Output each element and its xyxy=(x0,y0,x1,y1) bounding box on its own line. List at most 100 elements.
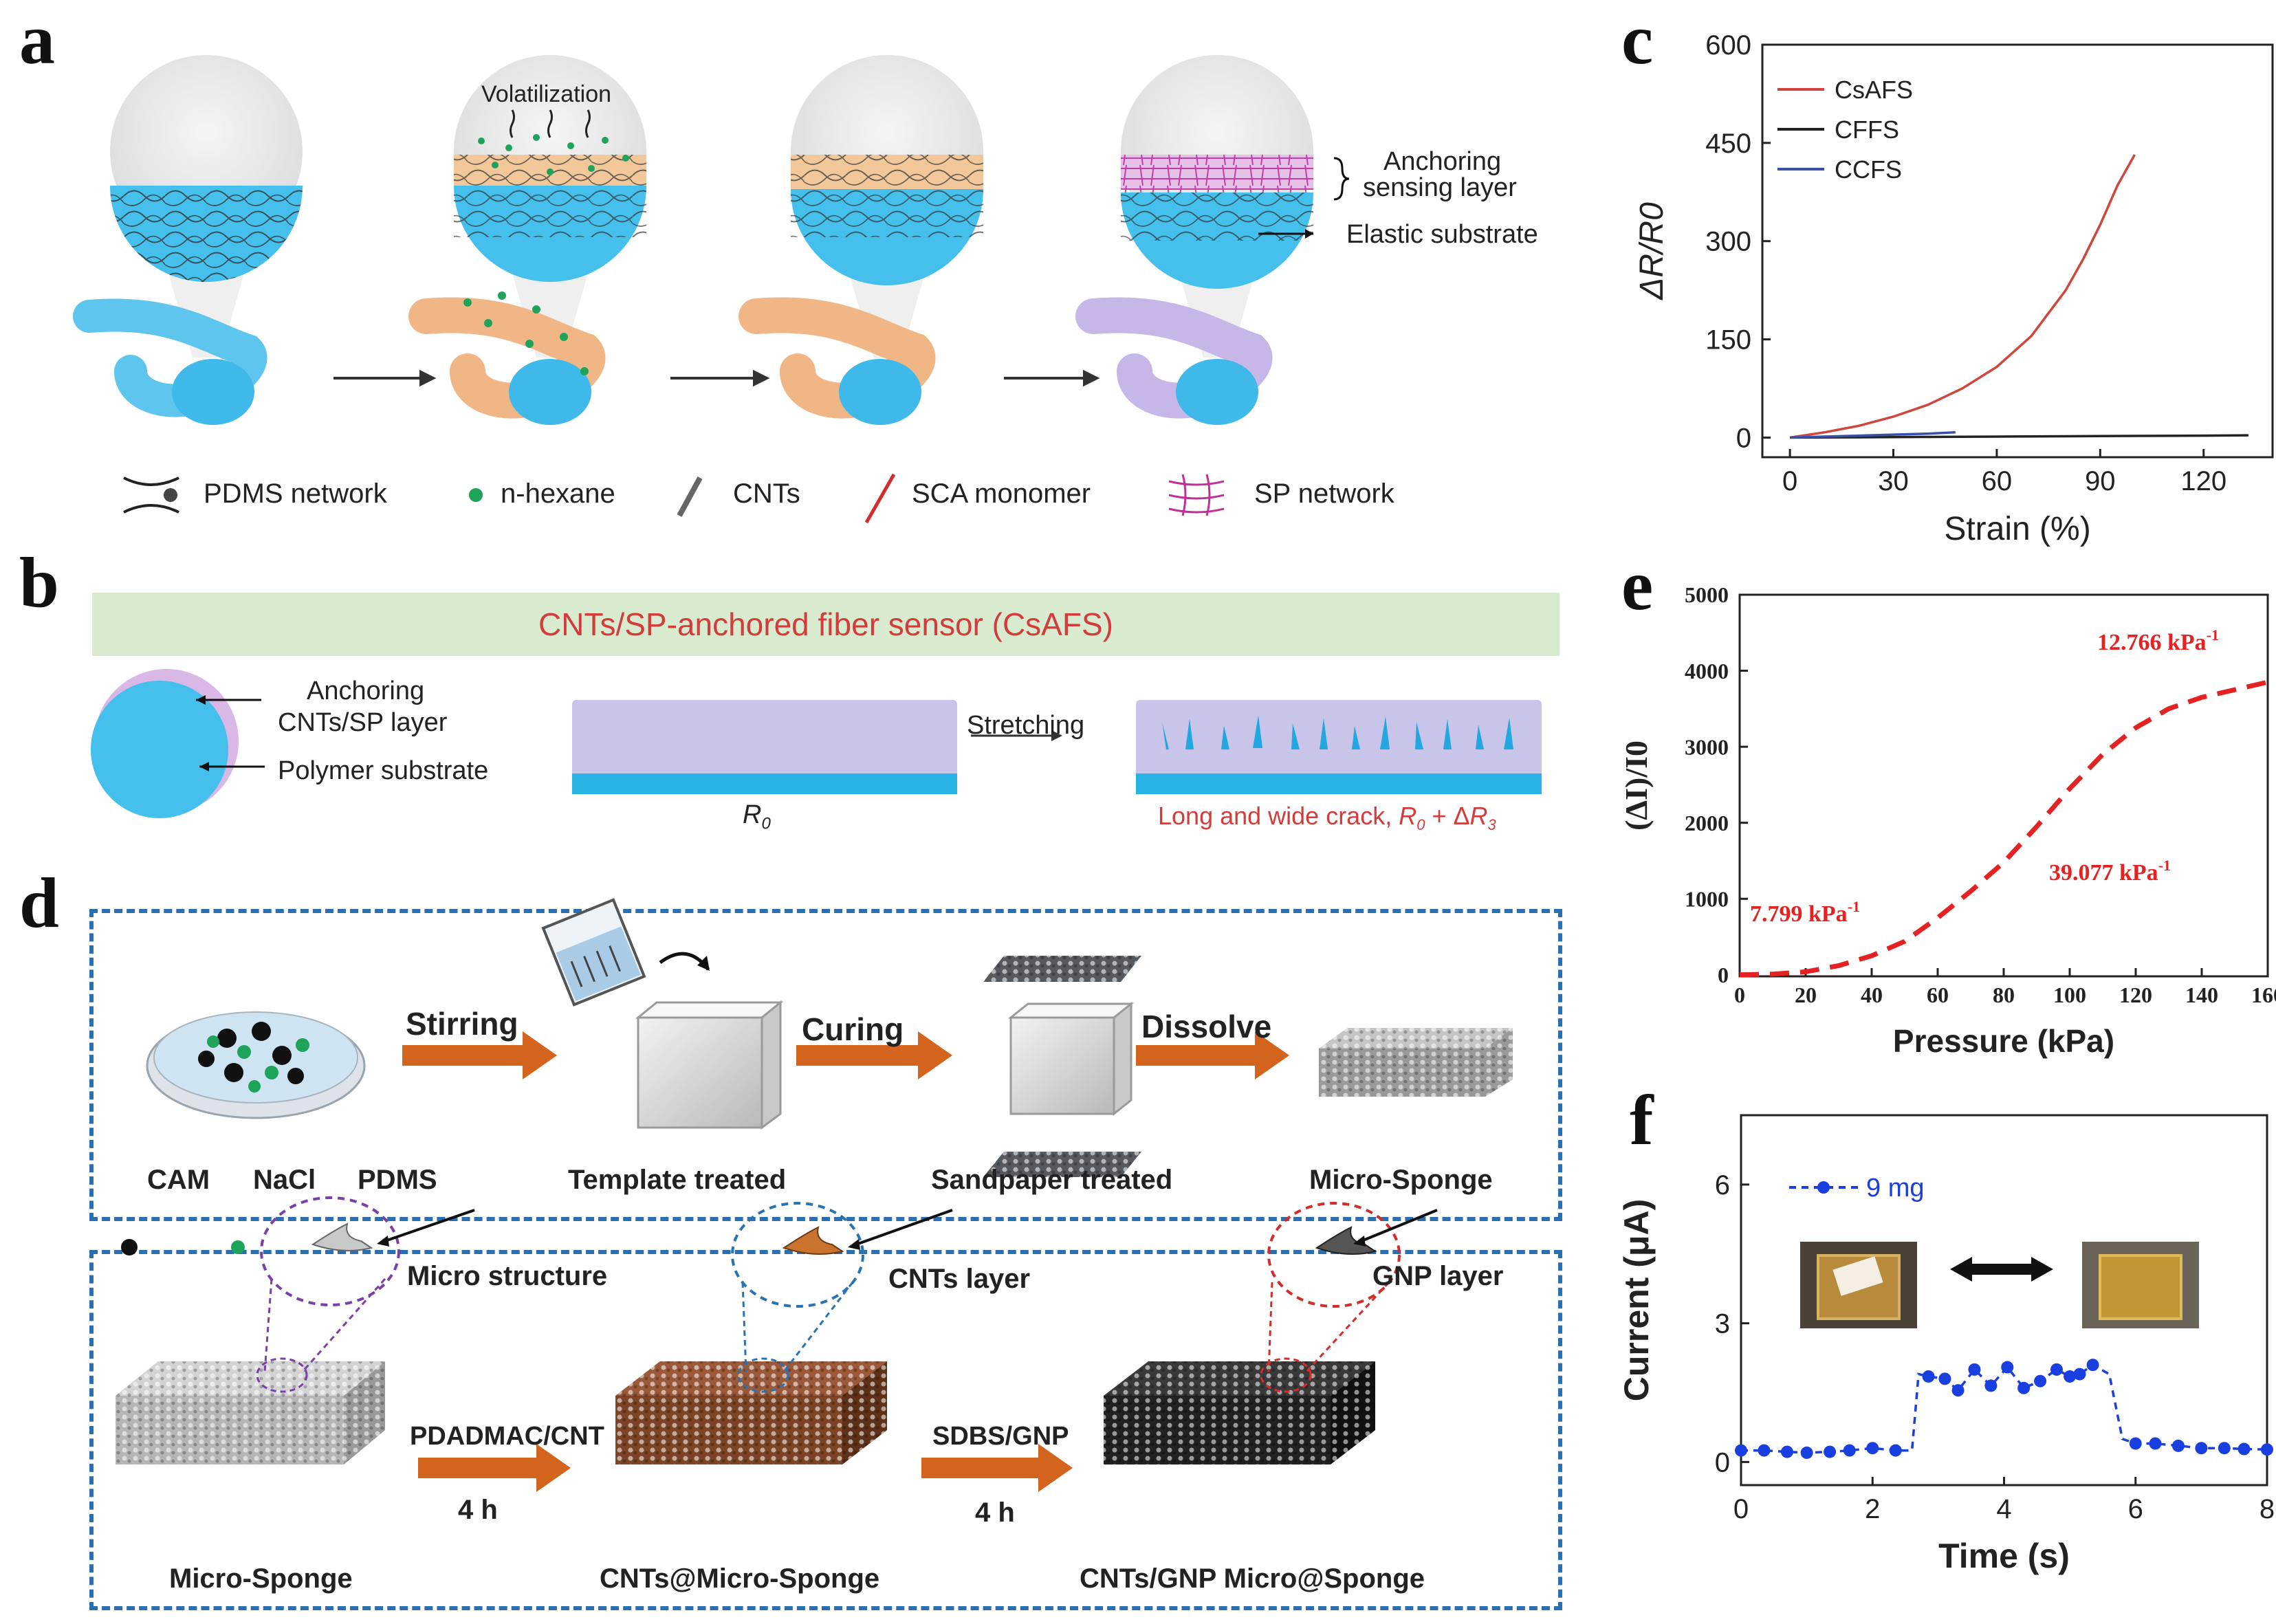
elastic-substrate-label: Elastic substrate xyxy=(1346,220,1538,249)
x-tick-label: 0 xyxy=(1733,1494,1749,1524)
y-tick-label: 0 xyxy=(1715,1447,1730,1478)
x-tick-label: 0 xyxy=(1782,466,1797,496)
data-point xyxy=(1889,1444,1902,1457)
data-point xyxy=(2064,1370,2077,1383)
y-tick-label: 0 xyxy=(1718,963,1729,987)
sdbs-label: SDBS/GNP xyxy=(932,1422,1069,1451)
series-line-ccfs xyxy=(1790,431,1956,439)
data-point xyxy=(1780,1445,1793,1458)
x-tick-label: 20 xyxy=(1795,983,1817,1007)
legend-marker xyxy=(1817,1181,1830,1194)
x-axis-label: Pressure (kPa) xyxy=(1893,1023,2114,1059)
panel-label-e: e xyxy=(1621,546,1654,625)
y-tick-label: 2000 xyxy=(1685,811,1729,835)
sandpaper-treated-label: Sandpaper treated xyxy=(931,1165,1173,1195)
x-tick-label: 160 xyxy=(2251,983,2276,1007)
y-tick-label: 6 xyxy=(1715,1170,1730,1200)
gnp-layer-label: GNP layer xyxy=(1372,1261,1504,1291)
y-axis-label: (ΔI)/I0 xyxy=(1619,740,1654,831)
legend-label: 9 mg xyxy=(1866,1174,1924,1203)
legend-nacl: NaCl xyxy=(253,1165,316,1195)
data-point xyxy=(2237,1442,2251,1456)
stage-4 xyxy=(1121,55,1350,358)
data-point xyxy=(1866,1442,1879,1455)
y-axis-label: ΔR/R0 xyxy=(1634,202,1670,300)
x-tick-label: 120 xyxy=(2180,466,2226,496)
x-tick-label: 60 xyxy=(1982,466,2013,496)
time-label-1: 4 h xyxy=(458,1495,498,1525)
data-point xyxy=(1735,1444,1747,1457)
legend-pdms: PDMS xyxy=(358,1165,437,1195)
data-point xyxy=(1824,1445,1837,1458)
panel-a-illustration xyxy=(73,55,1350,524)
panel-b-banner: CNTs/SP-anchored fiber sensor (CsAFS) xyxy=(92,593,1560,656)
stage-3 xyxy=(791,55,983,358)
x-tick-label: 80 xyxy=(1993,983,2015,1007)
chart-e: 0204060801001201401600100020003000400050… xyxy=(1619,582,2276,1059)
polymer-substrate-label: Polymer substrate xyxy=(278,756,489,785)
data-point xyxy=(1843,1444,1856,1457)
y-tick-label: 300 xyxy=(1705,227,1751,257)
x-tick-label: 6 xyxy=(2128,1494,2143,1524)
x-tick-label: 4 xyxy=(1996,1494,2011,1524)
panel-label-b: b xyxy=(19,543,59,622)
dissolve-label: Dissolve xyxy=(1141,1009,1272,1044)
series-line-9-mg xyxy=(1741,1363,2268,1454)
stirring-label: Stirring xyxy=(406,1006,518,1042)
slope-annotation: 12.766 kPa-1 xyxy=(2097,626,2219,655)
x-tick-label: 2 xyxy=(1865,1494,1880,1524)
y-axis-label: Current (μA) xyxy=(1617,1199,1656,1401)
x-axis-label: Time (s) xyxy=(1938,1537,2070,1575)
data-point xyxy=(2017,1381,2031,1394)
data-point xyxy=(1800,1446,1813,1459)
data-point xyxy=(1951,1384,1965,1397)
y-tick-label: 3 xyxy=(1715,1309,1730,1339)
panel-label-a: a xyxy=(19,0,55,79)
inset-photo-unloaded xyxy=(2082,1242,2199,1328)
panel-b-illustration xyxy=(91,669,1542,818)
y-tick-label: 600 xyxy=(1705,30,1751,61)
x-tick-label: 0 xyxy=(1734,983,1745,1007)
anchoring-layer-line1: Anchoring xyxy=(307,677,425,705)
data-point xyxy=(2086,1359,2099,1372)
series-line-cffs xyxy=(1790,434,2248,439)
x-tick-label: 60 xyxy=(1927,983,1949,1007)
panel-label-f: f xyxy=(1630,1081,1654,1160)
y-tick-label: 1000 xyxy=(1685,886,1729,911)
process-arrows xyxy=(333,369,1100,387)
data-point xyxy=(1758,1444,1771,1457)
legend-sp-network: SP network xyxy=(1254,479,1394,509)
volatilization-label: Volatilization xyxy=(481,81,612,107)
legend-pdms-network: PDMS network xyxy=(204,479,387,509)
stage-2 xyxy=(454,55,646,358)
series-line-csafs xyxy=(1789,154,2136,439)
legend-sca-monomer: SCA monomer xyxy=(912,479,1091,509)
data-point xyxy=(2171,1439,2185,1452)
x-tick-label: 100 xyxy=(2053,983,2086,1007)
r0-label: R0 xyxy=(743,800,771,833)
plot-frame xyxy=(1761,43,2274,459)
legend-label: CsAFS xyxy=(1835,76,1913,104)
y-tick-label: 3000 xyxy=(1685,734,1729,759)
y-tick-label: 5000 xyxy=(1685,582,1729,607)
slope-annotation: 39.077 kPa-1 xyxy=(2049,857,2171,886)
fibers xyxy=(73,292,1273,425)
slope-annotation: 7.799 kPa-1 xyxy=(1750,898,1860,927)
data-point xyxy=(1984,1379,1998,1392)
legend-label: CFFS xyxy=(1835,116,1899,144)
y-tick-label: 150 xyxy=(1705,325,1751,355)
legend-label: CCFS xyxy=(1835,155,1902,184)
data-point xyxy=(1968,1363,1981,1376)
data-point xyxy=(2073,1368,2086,1381)
x-tick-label: 8 xyxy=(2259,1494,2275,1524)
y-tick-label: 450 xyxy=(1705,129,1751,159)
y-tick-label: 4000 xyxy=(1685,659,1729,683)
data-point xyxy=(2195,1442,2208,1455)
micro-structure-label: Micro structure xyxy=(407,1261,608,1291)
data-point xyxy=(1938,1372,1951,1385)
x-tick-label: 40 xyxy=(1861,983,1883,1007)
cnts-gnp-label: CNTs/GNP Micro@Sponge xyxy=(1080,1563,1425,1594)
data-point xyxy=(2149,1437,2162,1450)
data-point xyxy=(2129,1437,2142,1450)
panel-d-top-box xyxy=(89,909,1562,1221)
